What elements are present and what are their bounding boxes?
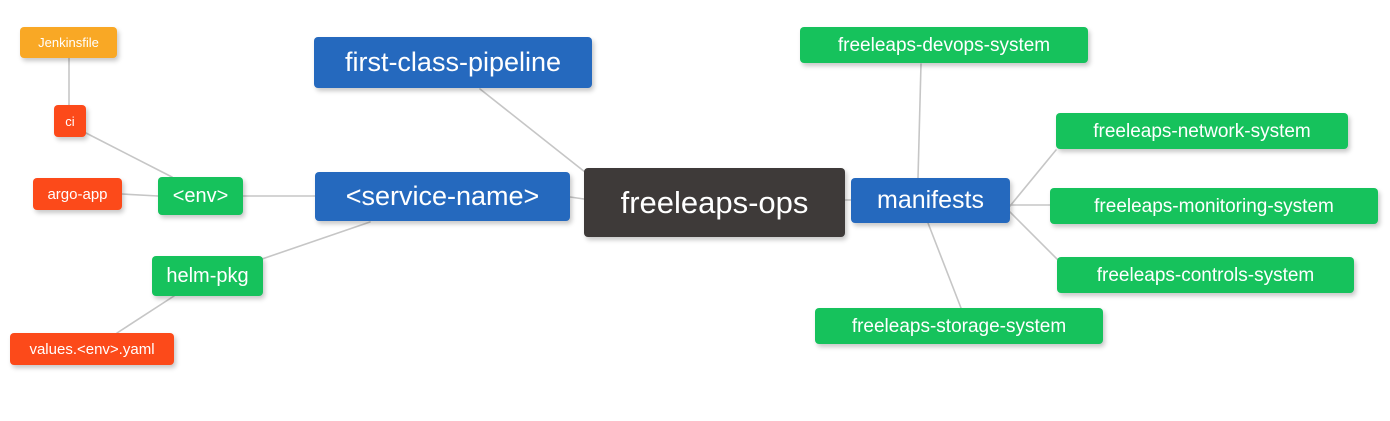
mindmap-node-label-service-name: <service-name> [345,181,540,211]
mindmap-node-label-values-env-yaml: values.<env>.yaml [29,340,155,358]
edge-env-to-argo-app [121,193,159,197]
mindmap-node-label-freeleaps-storage-system: freeleaps-storage-system [851,315,1067,337]
edge-service-name-to-helm-pkg [261,221,371,260]
mindmap-node-label-freeleaps-devops-system: freeleaps-devops-system [837,34,1051,56]
edge-env-to-ci [85,132,173,178]
mindmap-node-manifests[interactable]: manifests [851,178,1010,223]
mindmap-node-label-freeleaps-controls-system: freeleaps-controls-system [1096,264,1315,286]
edge-helm-pkg-to-values-env-yaml [116,295,175,334]
mindmap-node-freeleaps-network-system[interactable]: freeleaps-network-system [1056,113,1348,149]
mindmap-node-service-name[interactable]: <service-name> [315,172,570,221]
edge-freeleaps-ops-to-service-name [569,196,585,200]
mindmap-node-freeleaps-devops-system[interactable]: freeleaps-devops-system [800,27,1088,63]
mindmap-node-label-argo-app: argo-app [47,185,108,203]
mindmap-node-label-jenkinsfile: Jenkinsfile [38,35,99,50]
mindmap-node-jenkinsfile[interactable]: Jenkinsfile [20,27,117,58]
mindmap-node-freeleaps-storage-system[interactable]: freeleaps-storage-system [815,308,1103,344]
mindmap-node-label-freeleaps-network-system: freeleaps-network-system [1093,120,1311,142]
mindmap-node-label-manifests: manifests [877,186,984,214]
mindmap-node-label-helm-pkg: helm-pkg [166,265,249,287]
mindmap-node-label-env: <env> [172,185,229,207]
mindmap-node-label-ci: ci [65,113,75,129]
edge-freeleaps-ops-to-first-class-pipeline [479,88,591,177]
mindmap-node-label-freeleaps-monitoring-system: freeleaps-monitoring-system [1094,195,1334,217]
mindmap-node-helm-pkg[interactable]: helm-pkg [152,256,263,296]
mindmap-node-freeleaps-controls-system[interactable]: freeleaps-controls-system [1057,257,1354,293]
mindmap-node-argo-app[interactable]: argo-app [33,178,122,210]
mindmap-node-freeleaps-monitoring-system[interactable]: freeleaps-monitoring-system [1050,188,1378,224]
edge-manifests-to-freeleaps-devops-system [917,63,922,179]
edge-manifests-to-freeleaps-storage-system [927,222,962,309]
mindmap-node-first-class-pipeline[interactable]: first-class-pipeline [314,37,592,88]
mindmap-node-values-env-yaml[interactable]: values.<env>.yaml [10,333,174,365]
mindmap-node-freeleaps-ops[interactable]: freeleaps-ops [584,168,845,237]
mindmap-node-ci[interactable]: ci [54,105,86,137]
mindmap-node-env[interactable]: <env> [158,177,243,215]
mindmap-node-label-first-class-pipeline: first-class-pipeline [344,47,562,77]
mindmap-node-label-freeleaps-ops: freeleaps-ops [620,185,809,220]
